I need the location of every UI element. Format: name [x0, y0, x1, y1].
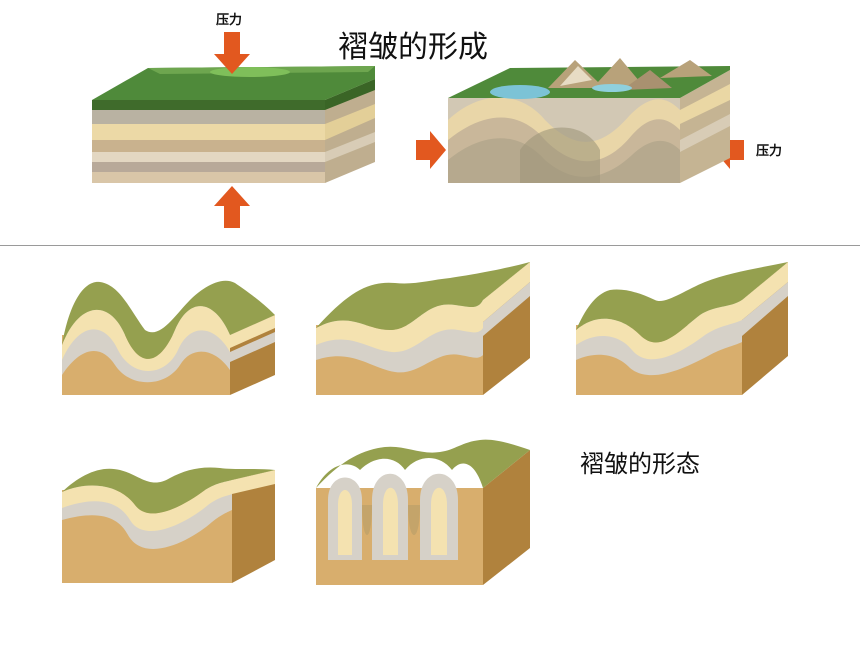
section-divider	[0, 245, 860, 246]
page-title: 褶皱的形成	[338, 30, 488, 65]
pressure-label-top: 压力	[216, 13, 243, 28]
pressure-label-right: 压力	[756, 144, 783, 159]
fold-forms-label: 褶皱的形态	[580, 450, 700, 478]
